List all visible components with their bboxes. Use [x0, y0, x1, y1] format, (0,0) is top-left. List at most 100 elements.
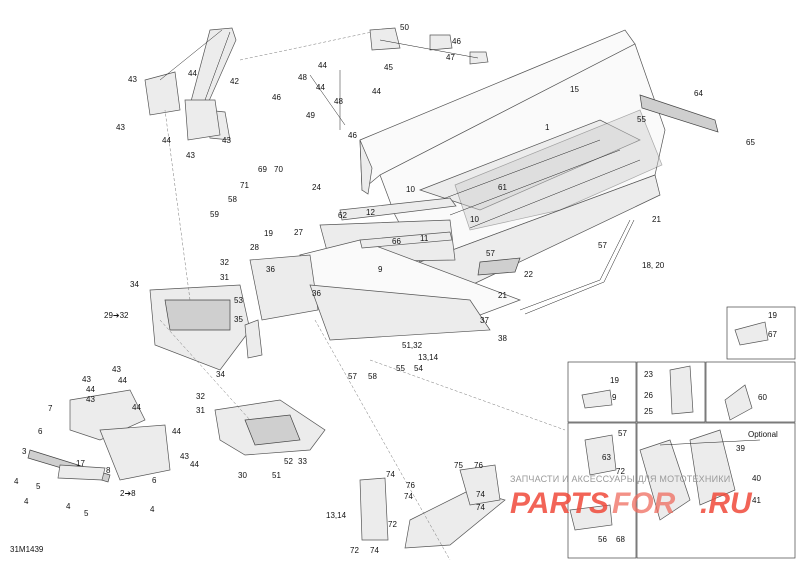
callout-c9b: 9 — [612, 393, 617, 402]
callout-c6a: 6 — [38, 427, 43, 436]
callout-c10a: 10 — [406, 185, 415, 194]
callout-c6b: 6 — [152, 476, 157, 485]
callout-c41: 41 — [752, 496, 761, 505]
callout-c32b: 32 — [196, 392, 205, 401]
watermark-brand-for: FOR — [612, 487, 676, 520]
callout-c44a: 44 — [318, 61, 327, 70]
callout-c39: 39 — [736, 444, 745, 453]
callout-c8: 8 — [106, 466, 111, 475]
callout-c33: 33 — [298, 457, 307, 466]
callout-c4d: 4 — [150, 505, 155, 514]
callout-c18_20: 18, 20 — [642, 261, 665, 270]
callout-c5a: 5 — [36, 482, 41, 491]
tunnel-assembly — [249, 29, 719, 341]
callout-c57d: 57 — [618, 429, 627, 438]
callout-c4a: 4 — [14, 477, 19, 486]
box-9 — [567, 361, 637, 423]
callout-c62: 62 — [338, 211, 347, 220]
footrest-assembly — [359, 464, 506, 549]
callout-c13_14a: 13,14 — [418, 353, 439, 362]
callout-c56: 56 — [598, 535, 607, 544]
callout-c21b: 21 — [498, 291, 507, 300]
callout-c72a: 72 — [616, 467, 625, 476]
callout-c74a: 74 — [404, 492, 413, 501]
callout-c43g: 43 — [86, 395, 95, 404]
callout-c12: 12 — [366, 208, 375, 217]
watermark-tagline: ЗАПЧАСТИ И АКСЕССУАРЫ ДЛЯ МОТОТЕХНИКИ — [510, 474, 730, 484]
optional-label: Optional — [748, 430, 778, 439]
callout-c44h: 44 — [132, 403, 141, 412]
callout-c7: 7 — [48, 404, 53, 413]
callout-c36b: 36 — [312, 289, 321, 298]
callout-c22: 22 — [524, 270, 533, 279]
callout-c52: 52 — [284, 457, 293, 466]
callout-c66: 66 — [392, 237, 401, 246]
callout-c57c: 57 — [348, 372, 357, 381]
callout-c40: 40 — [752, 474, 761, 483]
callout-c61: 61 — [498, 183, 507, 192]
callout-c48a: 48 — [298, 73, 307, 82]
callout-c10b: 10 — [470, 215, 479, 224]
reference-lines — [159, 31, 566, 561]
callout-c43b: 43 — [116, 123, 125, 132]
upper-column-assembly — [144, 27, 489, 141]
callout-c5b: 5 — [84, 509, 89, 518]
callout-c19b: 19 — [768, 311, 777, 320]
lower-left-assembly — [27, 389, 171, 483]
callout-c44g: 44 — [86, 385, 95, 394]
callout-c43d: 43 — [186, 151, 195, 160]
callout-c51_32: 51,32 — [402, 341, 423, 350]
box-67 — [726, 306, 796, 360]
callout-c75: 75 — [454, 461, 463, 470]
callout-c43h: 43 — [180, 452, 189, 461]
callout-c74c: 74 — [476, 503, 485, 512]
callout-c4b: 4 — [66, 502, 71, 511]
callout-c53: 53 — [234, 296, 243, 305]
callout-c63: 63 — [602, 453, 611, 462]
callout-c11: 11 — [420, 234, 429, 243]
callout-c43a: 43 — [128, 75, 137, 84]
callout-c19c: 19 — [610, 376, 619, 385]
callout-c43f: 43 — [82, 375, 91, 384]
box-23 — [636, 361, 706, 423]
callout-c2_8: 2➔8 — [120, 489, 136, 498]
callout-c34a: 34 — [130, 280, 139, 289]
callout-c23: 23 — [644, 370, 653, 379]
callout-c13_14b: 13,14 — [326, 511, 347, 520]
callout-c24: 24 — [312, 183, 321, 192]
callout-c4c: 4 — [24, 497, 29, 506]
callout-c44b: 44 — [316, 83, 325, 92]
callout-c44j: 44 — [190, 460, 199, 469]
watermark-brand-a: PARTS — [510, 487, 609, 520]
callout-c72c: 72 — [350, 546, 359, 555]
lower-center-assembly — [214, 399, 326, 456]
callout-c17: 17 — [76, 459, 85, 468]
callout-c60: 60 — [758, 393, 767, 402]
callout-c57b: 57 — [598, 241, 607, 250]
callout-c44i: 44 — [172, 427, 181, 436]
callout-c42: 42 — [230, 77, 239, 86]
callout-c27: 27 — [294, 228, 303, 237]
box-63 — [567, 422, 637, 559]
callout-c44f: 44 — [118, 376, 127, 385]
box-60 — [705, 361, 796, 423]
callout-c72b: 72 — [388, 520, 397, 529]
box-optional — [636, 422, 796, 559]
callout-c44c: 44 — [372, 87, 381, 96]
callout-c58b: 58 — [368, 372, 377, 381]
callout-c43e: 43 — [112, 365, 121, 374]
callout-c48b: 48 — [334, 97, 343, 106]
callout-c1: 1 — [545, 123, 550, 132]
callout-c69: 69 — [258, 165, 267, 174]
callout-c55b: 55 — [396, 364, 405, 373]
callout-c67: 67 — [768, 330, 777, 339]
callout-c44e: 44 — [162, 136, 171, 145]
callout-c26: 26 — [644, 391, 653, 400]
callout-c19a: 19 — [264, 229, 273, 238]
callout-c54: 54 — [414, 364, 423, 373]
callout-c70: 70 — [274, 165, 283, 174]
callout-c76a: 76 — [474, 461, 483, 470]
callout-c57a: 57 — [486, 249, 495, 258]
callout-c71: 71 — [240, 181, 249, 190]
